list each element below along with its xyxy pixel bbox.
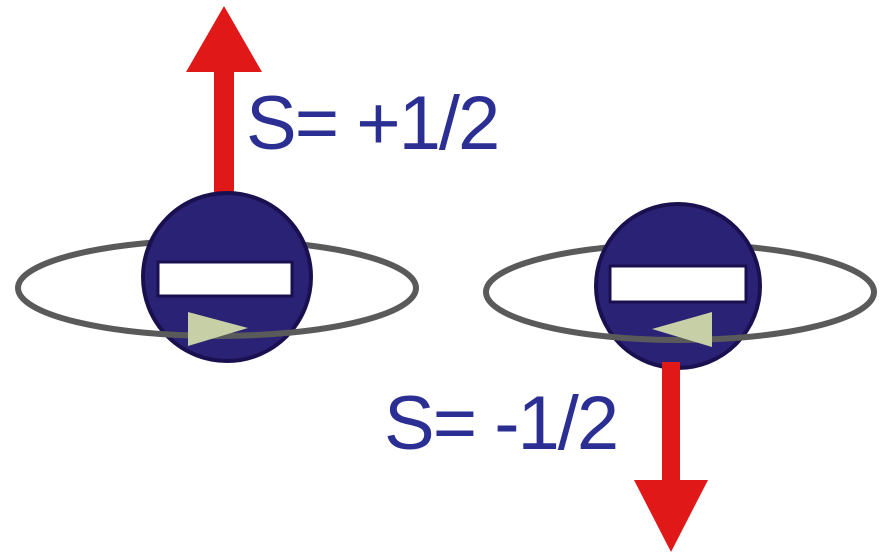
rotation-arrow-left <box>652 312 712 347</box>
spin-down-label: S= -1/2 <box>384 381 619 466</box>
electron-spin-down <box>483 202 877 552</box>
minus-sign <box>608 264 748 304</box>
spin-up-label: S= +1/2 <box>246 81 500 166</box>
orbit-ring-front <box>483 291 877 343</box>
spin-up-arrow <box>186 6 262 210</box>
minus-sign <box>156 260 294 298</box>
spin-down-arrow <box>634 362 708 552</box>
electron-spin-up <box>15 6 419 363</box>
rotation-arrow-right <box>188 312 248 346</box>
